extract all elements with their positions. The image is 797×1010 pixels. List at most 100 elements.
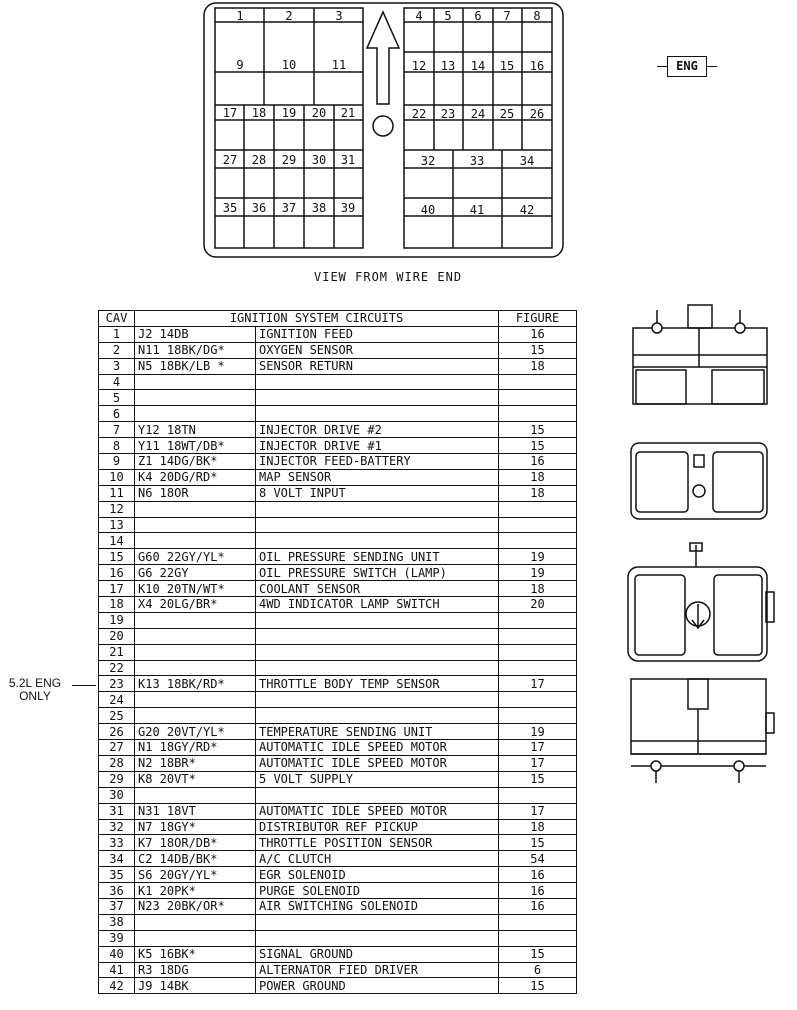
cell-cav: 2 <box>98 341 135 359</box>
cell-wire <box>134 707 256 725</box>
cell-wire: C2 14DB/BK* <box>134 850 256 868</box>
cavity-label: 19 <box>282 106 296 120</box>
cavity-label: 6 <box>474 9 481 23</box>
cavity-label: 38 <box>312 201 326 215</box>
cell-cav: 31 <box>98 802 135 820</box>
cavity-label: 40 <box>421 203 435 217</box>
cell-cav: 28 <box>98 754 135 772</box>
cell-fig: 15 <box>498 437 578 455</box>
cell-fig <box>498 627 578 645</box>
cell-desc: COOLANT SENSOR <box>254 580 500 598</box>
cell-desc: INJECTOR FEED-BATTERY <box>254 453 500 470</box>
table-row: 14 <box>98 532 578 550</box>
cell-wire: K4 20DG/RD* <box>134 468 256 486</box>
cell-desc: POWER GROUND <box>254 977 500 995</box>
cell-desc <box>254 373 500 391</box>
cell-desc: AUTOMATIC IDLE SPEED MOTOR <box>254 754 500 772</box>
cell-desc <box>254 707 500 725</box>
cell-wire: N1 18GY/RD* <box>134 739 256 756</box>
cell-fig <box>498 611 578 629</box>
cell-wire: J9 14BK <box>134 977 256 995</box>
cell-fig: 15 <box>498 945 578 963</box>
cell-desc: OXYGEN SENSOR <box>254 341 500 359</box>
cell-wire <box>134 786 256 804</box>
cell-fig: 19 <box>498 723 578 741</box>
cell-wire <box>134 500 256 518</box>
cavity-label: 24 <box>471 107 485 121</box>
cell-cav: 37 <box>98 897 135 915</box>
cell-desc: ALTERNATOR FIED DRIVER <box>254 961 500 979</box>
table-row: 21 <box>98 643 578 661</box>
cell-cav: 42 <box>98 977 135 995</box>
cell-fig: 19 <box>498 564 578 582</box>
cell-cav: 24 <box>98 691 135 709</box>
cell-fig: 17 <box>498 739 578 756</box>
connector-face-view-mid <box>630 442 768 520</box>
cell-cav: 4 <box>98 373 135 391</box>
cavity-label: 15 <box>500 59 514 73</box>
connector-face-view-lower <box>627 542 775 662</box>
cavity-label: 32 <box>421 154 435 168</box>
cell-desc: INJECTOR DRIVE #1 <box>254 437 500 455</box>
cell-fig: 19 <box>498 548 578 566</box>
cell-cav: 6 <box>98 405 135 423</box>
table-row: 12 <box>98 500 578 518</box>
cavity-label: 14 <box>471 59 485 73</box>
cell-cav: 19 <box>98 611 135 629</box>
cell-desc: 5 VOLT SUPPLY <box>254 770 500 788</box>
cell-desc: DISTRIBUTOR REF PICKUP <box>254 818 500 836</box>
cell-cav: 1 <box>98 325 135 343</box>
cell-wire <box>134 389 256 407</box>
connector-side-view-bottom <box>630 678 775 783</box>
cell-desc: SENSOR RETURN <box>254 357 500 375</box>
cell-fig: 18 <box>498 468 578 486</box>
cell-desc <box>254 532 500 550</box>
cell-wire: R3 18DG <box>134 961 256 979</box>
cavity-label: 23 <box>441 107 455 121</box>
cell-desc: THROTTLE POSITION SENSOR <box>254 834 500 852</box>
cavity-label: 42 <box>520 203 534 217</box>
cell-fig <box>498 500 578 518</box>
cell-fig <box>498 659 578 677</box>
cell-desc <box>254 929 500 947</box>
cell-desc: TEMPERATURE SENDING UNIT <box>254 723 500 741</box>
cell-desc: AIR SWITCHING SOLENOID <box>254 897 500 915</box>
cell-wire: N2 18BR* <box>134 754 256 772</box>
cavity-label: 13 <box>441 59 455 73</box>
cell-fig: 15 <box>498 834 578 852</box>
cell-fig <box>498 786 578 804</box>
cell-desc: AUTOMATIC IDLE SPEED MOTOR <box>254 802 500 820</box>
cavity-label: 2 <box>285 9 292 23</box>
cell-fig <box>498 389 578 407</box>
cell-desc: SIGNAL GROUND <box>254 945 500 963</box>
cell-fig: 18 <box>498 580 578 598</box>
cell-fig: 18 <box>498 357 578 375</box>
cell-cav: 7 <box>98 421 135 439</box>
cell-desc: THROTTLE BODY TEMP SENSOR <box>254 675 500 693</box>
cell-fig: 16 <box>498 897 578 915</box>
cell-wire: G60 22GY/YL* <box>134 548 256 566</box>
table-row: 25 <box>98 707 578 725</box>
cell-cav: 12 <box>98 500 135 518</box>
cell-cav: 16 <box>98 564 135 582</box>
cavity-label: 10 <box>282 58 296 72</box>
cavity-label: 7 <box>503 9 510 23</box>
cell-wire <box>134 929 256 947</box>
cell-fig <box>498 643 578 661</box>
cell-cav: 17 <box>98 580 135 598</box>
cavity-label: 25 <box>500 107 514 121</box>
cavity-label: 34 <box>520 154 534 168</box>
cell-cav: 10 <box>98 468 135 486</box>
cavity-label: 39 <box>341 201 355 215</box>
cell-cav: 32 <box>98 818 135 836</box>
cavity-label: 17 <box>223 106 237 120</box>
cavity-label: 3 <box>335 9 342 23</box>
